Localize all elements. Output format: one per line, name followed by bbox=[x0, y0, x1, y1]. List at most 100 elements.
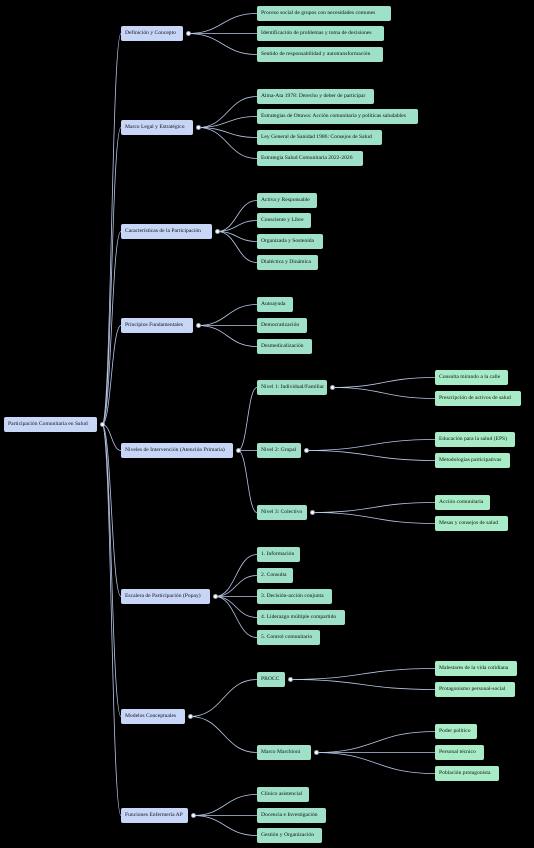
child-node[interactable]: PROCC bbox=[257, 672, 285, 687]
collapse-toggle-icon[interactable] bbox=[212, 594, 218, 599]
leaf-node[interactable]: Poder político bbox=[435, 724, 477, 739]
branch-node[interactable]: Funciones Enfermería AP bbox=[121, 808, 188, 823]
collapse-toggle-icon[interactable] bbox=[214, 229, 220, 234]
collapse-toggle-icon[interactable] bbox=[287, 677, 293, 682]
link-child-4-2-leaf-1 bbox=[311, 512, 436, 524]
child-node[interactable]: Activa y Responsable bbox=[257, 193, 317, 208]
child-node[interactable]: 5. Control comunitario bbox=[257, 630, 320, 645]
link-branch-3-child-2 bbox=[197, 325, 258, 347]
child-node[interactable]: 4. Liderazgo múltiple compartido bbox=[257, 610, 345, 625]
link-branch-1-child-1 bbox=[197, 116, 258, 128]
link-branch-7-child-0 bbox=[192, 794, 258, 816]
child-node[interactable]: Sentido de responsabilidad y autotransfo… bbox=[257, 47, 383, 62]
leaf-node[interactable]: Mesas y consejos de salud bbox=[435, 516, 508, 531]
child-node[interactable]: Identificación de problemas y toma de de… bbox=[257, 26, 384, 41]
branch-node[interactable]: Escalera de Participación (Popay) bbox=[121, 589, 210, 604]
child-node[interactable]: Docencia e Investigación bbox=[257, 808, 326, 823]
branch-node[interactable]: Niveles de Intervención (Atención Primar… bbox=[121, 443, 233, 458]
child-node[interactable]: Clínico asistencial bbox=[257, 787, 309, 802]
link-branch-1-child-0 bbox=[197, 96, 258, 128]
collapse-toggle-icon[interactable] bbox=[309, 510, 315, 515]
leaf-node[interactable]: Población protagonista bbox=[435, 766, 499, 781]
leaf-node[interactable]: Personal técnico bbox=[435, 745, 484, 760]
child-node[interactable]: Autoayuda bbox=[257, 297, 293, 312]
link-child-6-0-leaf-0 bbox=[289, 668, 436, 680]
child-node[interactable]: 2. Consulta bbox=[257, 568, 293, 583]
link-branch-5-child-3 bbox=[214, 596, 258, 618]
link-branch-4-child-0 bbox=[237, 387, 258, 451]
child-node[interactable]: Consciente y Libre bbox=[257, 213, 311, 228]
leaf-node[interactable]: Acción comunitaria bbox=[435, 495, 490, 510]
link-root-branch-0 bbox=[101, 33, 122, 425]
link-branch-5-child-0 bbox=[214, 554, 258, 597]
collapse-toggle-icon[interactable] bbox=[99, 422, 105, 427]
link-branch-1-child-3 bbox=[197, 127, 258, 159]
child-node[interactable]: Marco Marchioni bbox=[257, 745, 311, 760]
child-node[interactable]: Desmedicalización bbox=[257, 339, 312, 354]
link-child-4-2-leaf-0 bbox=[311, 502, 436, 513]
link-branch-0-child-0 bbox=[187, 13, 258, 34]
child-node[interactable]: Nivel 2: Grupal bbox=[257, 443, 301, 458]
collapse-toggle-icon[interactable] bbox=[195, 323, 201, 328]
link-branch-2-child-3 bbox=[216, 231, 258, 263]
child-node[interactable]: Gestión y Organización bbox=[257, 828, 322, 843]
leaf-node[interactable]: Prescripción de activos de salud bbox=[435, 391, 521, 406]
child-node[interactable]: Nivel 3: Colectivo bbox=[257, 505, 307, 520]
leaf-node[interactable]: Malestares de la vida cotidiana bbox=[435, 661, 517, 676]
branch-node[interactable]: Definición y Concepto bbox=[121, 26, 183, 41]
link-branch-5-child-1 bbox=[214, 575, 258, 597]
child-node[interactable]: Nivel 1: Individual/Familiar bbox=[257, 380, 327, 395]
link-root-branch-6 bbox=[101, 424, 122, 717]
link-child-6-1-leaf-0 bbox=[315, 731, 436, 753]
link-child-4-1-leaf-0 bbox=[305, 439, 436, 451]
child-node[interactable]: Estrategias de Ottawa: Acción comunitari… bbox=[257, 109, 418, 124]
child-node[interactable]: Ley General de Sanidad 1986: Consejos de… bbox=[257, 130, 382, 145]
link-branch-1-child-2 bbox=[197, 127, 258, 138]
collapse-toggle-icon[interactable] bbox=[329, 385, 335, 390]
link-branch-4-child-2 bbox=[237, 450, 258, 513]
child-node[interactable]: Dialéctica y Dinámica bbox=[257, 255, 318, 270]
link-branch-5-child-4 bbox=[214, 596, 258, 638]
child-node[interactable]: 3. Decisión-acción conjunta bbox=[257, 589, 332, 604]
link-branch-2-child-0 bbox=[216, 200, 258, 232]
link-branch-3-child-0 bbox=[197, 304, 258, 326]
child-node[interactable]: 1. Información bbox=[257, 547, 300, 562]
link-root-branch-3 bbox=[101, 325, 122, 425]
link-child-4-0-leaf-0 bbox=[331, 377, 436, 388]
link-child-6-1-leaf-2 bbox=[315, 752, 436, 774]
root-node[interactable]: Participación Comunitaria en Salud bbox=[4, 417, 97, 432]
branch-node[interactable]: Características de la Participación bbox=[121, 224, 212, 239]
child-node[interactable]: Organizada y Sostenida bbox=[257, 234, 323, 249]
link-child-4-0-leaf-1 bbox=[331, 387, 436, 399]
link-root-branch-7 bbox=[101, 424, 122, 816]
leaf-node[interactable]: Metodologías participativas bbox=[435, 453, 510, 468]
link-branch-2-child-1 bbox=[216, 220, 258, 232]
link-root-branch-2 bbox=[101, 231, 122, 425]
collapse-toggle-icon[interactable] bbox=[187, 714, 193, 719]
child-node[interactable]: Democratización bbox=[257, 318, 307, 333]
link-branch-0-child-2 bbox=[187, 33, 258, 55]
collapse-toggle-icon[interactable] bbox=[303, 448, 309, 453]
link-child-4-1-leaf-1 bbox=[305, 450, 436, 461]
link-root-branch-5 bbox=[101, 424, 122, 597]
leaf-node[interactable]: Consulta mirando a la calle bbox=[435, 370, 508, 385]
collapse-toggle-icon[interactable] bbox=[235, 448, 241, 453]
link-child-6-0-leaf-1 bbox=[289, 679, 436, 690]
collapse-toggle-icon[interactable] bbox=[190, 813, 196, 818]
leaf-node[interactable]: Educación para la salud (EPS) bbox=[435, 432, 515, 447]
branch-node[interactable]: Marco Legal y Estratégico bbox=[121, 120, 193, 135]
child-node[interactable]: Proceso social de grupos con necesidades… bbox=[257, 6, 391, 21]
collapse-toggle-icon[interactable] bbox=[313, 750, 319, 755]
link-branch-6-child-0 bbox=[189, 679, 258, 717]
leaf-node[interactable]: Protagonismo personal-social bbox=[435, 682, 515, 697]
collapse-toggle-icon[interactable] bbox=[195, 125, 201, 130]
branch-node[interactable]: Modelos Conceptuales bbox=[121, 709, 185, 724]
child-node[interactable]: Estrategia Salud Comunitaria 2022-2026 bbox=[257, 151, 363, 166]
branch-node[interactable]: Principios Fundamentales bbox=[121, 318, 193, 333]
link-root-branch-1 bbox=[101, 127, 122, 425]
child-node[interactable]: Alma-Ata 1978: Derecho y deber de partic… bbox=[257, 89, 374, 104]
collapse-toggle-icon[interactable] bbox=[185, 31, 191, 36]
link-branch-7-child-2 bbox=[192, 815, 258, 836]
link-branch-6-child-1 bbox=[189, 716, 258, 753]
